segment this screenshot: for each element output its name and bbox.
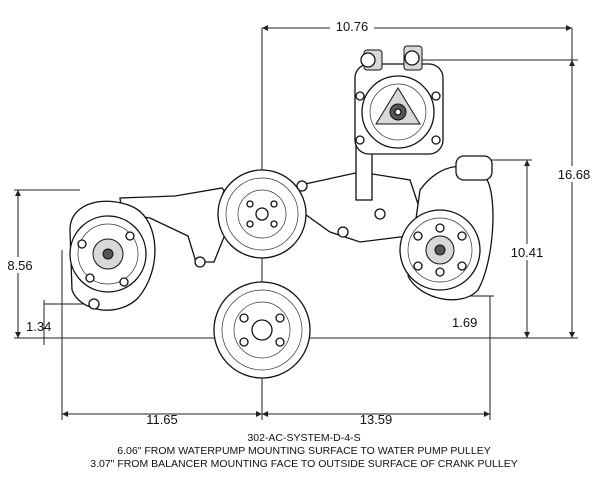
dim-right-offset: 1.69 (452, 315, 477, 330)
dim-right-height: 10.41 (511, 245, 544, 260)
ac-compressor (354, 45, 444, 155)
water-pump-pulley (217, 169, 307, 259)
crank-pulley (213, 281, 311, 379)
power-steering-pump (399, 155, 494, 301)
dim-left-height: 8.56 (7, 258, 32, 273)
dim-total-height: 16.68 (558, 167, 591, 182)
dim-right-width: 13.59 (360, 412, 393, 427)
dim-left-width: 11.65 (146, 412, 178, 427)
mounting-brackets (119, 135, 421, 268)
dim-top-width: 10.76 (336, 19, 369, 34)
dim-left-offset: 1.34 (26, 319, 51, 334)
caption-line-1: 6.06" FROM WATERPUMP MOUNTING SURFACE TO… (117, 445, 490, 457)
part-number: 302-AC-SYSTEM-D-4-S (247, 432, 360, 444)
caption-line-2: 3.07" FROM BALANCER MOUNTING FACE TO OUT… (90, 458, 518, 470)
alternator (69, 200, 156, 311)
